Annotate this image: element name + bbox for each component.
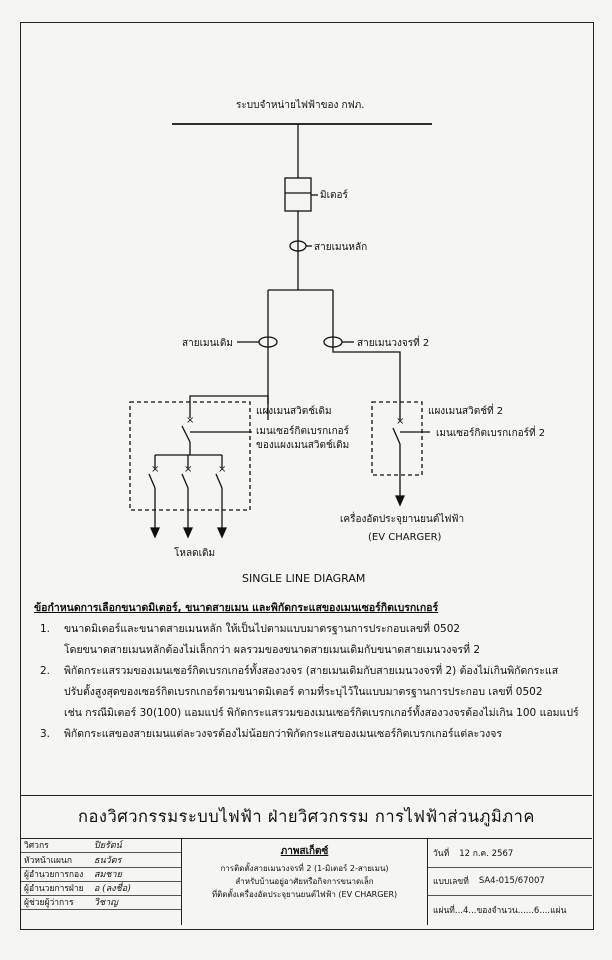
date-row: วันที่ 12 ก.ค. 2567 — [428, 839, 592, 868]
main-cable-label: สายเมนหลัก — [314, 242, 367, 253]
note-item: 1. ขนาดมิเตอร์และขนาดสายเมนหลัก ให้เป็นไ… — [34, 619, 584, 661]
note-number: 2. — [40, 665, 51, 677]
drawing-frame — [20, 22, 594, 930]
signature: สมชาย — [94, 869, 122, 880]
signature-row: วิศวกร ปิยรัตน์ — [21, 839, 181, 854]
second-feed-arrow — [394, 495, 406, 507]
signature-row: ผู้อำนวยการฝ่าย อ (ลงชื่อ) — [21, 882, 181, 897]
note-line: พิกัดกระแสของสายเมนแต่ละวงจรต้องไม่น้อยก… — [64, 728, 503, 740]
drawing-desc-line: ที่ติดตั้งเครื่องอัดประจุยานยนต์ไฟฟ้า (E… — [211, 890, 398, 899]
note-line: พิกัดกระแสรวมของเมนเซอร์กิตเบรกเกอร์ทั้ง… — [64, 665, 559, 677]
note-line: ขนาดมิเตอร์และขนาดสายเมนหลัก ให้เป็นไปตา… — [64, 623, 461, 635]
sheet-info: แผ่นที่...4...ของจำนวน......6....แผ่น — [433, 906, 567, 917]
second-main-cb-blade — [392, 427, 401, 445]
ev-label-1: เครื่องอัดประจุยานยนต์ไฟฟ้า — [340, 511, 464, 525]
existing-load-label: โหลดเดิม — [174, 546, 215, 559]
single-line-diagram: ระบบจำหน่ายไฟฟ้าของ กฟภ. มิเตอร์ สายเมนห… — [129, 99, 545, 585]
ev-label-2: (EV CHARGER) — [368, 532, 442, 543]
design-notes: ข้อกำหนดการเลือกขนาดมิเตอร์, ขนาดสายเมน … — [34, 598, 584, 745]
signature: ปิยรัตน์ — [94, 841, 122, 852]
note-number: 3. — [40, 728, 51, 740]
drawing-desc-line: สำหรับบ้านอยู่อาศัยหรือกิจการขนาดเล็ก — [235, 877, 374, 886]
existing-feed-into-panel — [189, 395, 269, 402]
note-line: ปรับตั้งสูงสุดของเซอร์กิตเบรกเกอร์ตามขนา… — [64, 686, 543, 698]
drawing-number-row: แบบเลขที่ SA4-015/67007 — [428, 868, 592, 897]
branch-1-blade — [148, 473, 156, 489]
second-panel-label-1: แผงเมนสวิตช์ที่ 2 — [428, 403, 503, 417]
second-feeder-route — [332, 342, 401, 420]
sheet-row: แผ่นที่...4...ของจำนวน......6....แผ่น — [428, 896, 592, 925]
drawing-desc-line: การติดตั้งสายเมนวงจรที่ 2 (1-มิเตอร์ 2-ส… — [220, 864, 389, 873]
second-main-cb-x: × — [396, 416, 404, 427]
existing-main-cb-x: × — [186, 415, 194, 426]
drawing-number-value: SA4-015/67007 — [478, 876, 545, 887]
branch-2-x: × — [184, 464, 192, 475]
branch-1-arrow — [149, 527, 161, 539]
organization-banner: กองวิศวกรรมระบบไฟฟ้า ฝ่ายวิศวกรรม การไฟฟ… — [21, 795, 592, 839]
branch-3-arrow — [216, 527, 228, 539]
diagram-title: SINGLE LINE DIAGRAM — [242, 572, 365, 585]
existing-panel-label-2: เมนเซอร์กิตเบรกเกอร์ — [256, 425, 350, 437]
signature-role: ผู้อำนวยการฝ่าย — [24, 884, 84, 895]
date-key: วันที่ — [433, 848, 450, 859]
signature-row: ผู้ช่วยผู้ว่าการ วิชาญ — [21, 896, 181, 911]
signature: ธนวัตร — [94, 855, 122, 866]
second-cable-label: สายเมนวงจรที่ 2 — [357, 335, 429, 349]
branch-2-arrow — [182, 527, 194, 539]
existing-main-cb-blade — [181, 425, 191, 443]
drawing-type: ภาพสเก็ตซ์ — [280, 846, 329, 857]
branch-3-x: × — [218, 464, 226, 475]
existing-panel-label-3: ของแผงเมนสวิตช์เดิม — [256, 439, 349, 451]
signature: อ (ลงชื่อ) — [94, 884, 131, 895]
branch-2-blade — [181, 473, 189, 489]
note-text: พิกัดกระแสรวมของเมนเซอร์กิตเบรกเกอร์ทั้ง… — [64, 661, 584, 724]
note-item: 3. พิกัดกระแสของสายเมนแต่ละวงจรต้องไม่น้… — [34, 724, 584, 745]
meter-label: มิเตอร์ — [320, 189, 349, 201]
signature-role: หัวหน้าแผนก — [24, 855, 72, 866]
signature-role: ผู้อำนวยการกอง — [24, 869, 84, 880]
title-block: วิศวกร ปิยรัตน์ หัวหน้าแผนก ธนวัตร ผู้อำนว… — [21, 839, 592, 925]
note-item: 2. พิกัดกระแสรวมของเมนเซอร์กิตเบรกเกอร์ท… — [34, 661, 584, 724]
date-value: 12 ก.ค. 2567 — [459, 848, 514, 859]
existing-panel-label-1: แผงเมนสวิตช์เดิม — [256, 405, 332, 417]
note-line: เช่น กรณีมิเตอร์ 30(100) แอมแปร์ พิกัดกร… — [64, 707, 579, 719]
signature: วิชาญ — [94, 898, 118, 909]
note-line: โดยขนาดสายเมนหลักต้องไม่เล็กกว่า ผลรวมขอ… — [64, 644, 481, 656]
drawing-info: วันที่ 12 ก.ค. 2567 แบบเลขที่ SA4-015/6700… — [428, 839, 592, 925]
meter-box — [284, 177, 312, 212]
signature-role: วิศวกร — [24, 841, 49, 852]
notes-heading: ข้อกำหนดการเลือกขนาดมิเตอร์, ขนาดสายเมน … — [34, 602, 439, 614]
second-panel-label-2: เมนเซอร์กิตเบรกเกอร์ที่ 2 — [436, 425, 545, 439]
drawing-title-cell: ภาพสเก็ตซ์ การติดตั้งสายเมนวงจรที่ 2 (1-… — [182, 839, 428, 925]
approval-signatures: วิศวกร ปิยรัตน์ หัวหน้าแผนก ธนวัตร ผู้อำนว… — [21, 839, 182, 925]
note-text: ขนาดมิเตอร์และขนาดสายเมนหลัก ให้เป็นไปตา… — [64, 619, 584, 661]
signature-row: หัวหน้าแผนก ธนวัตร — [21, 853, 181, 868]
branch-3-blade — [215, 473, 223, 489]
existing-cable-label: สายเมนเดิม — [182, 338, 233, 349]
drawing-number-key: แบบเลขที่ — [433, 877, 469, 888]
second-panel-box — [371, 401, 423, 476]
branch-1-x: × — [151, 464, 159, 475]
supply-label: ระบบจำหน่ายไฟฟ้าของ กฟภ. — [236, 99, 364, 111]
note-text: พิกัดกระแสของสายเมนแต่ละวงจรต้องไม่น้อยก… — [64, 724, 584, 745]
signature-row: ผู้อำนวยการกอง สมชาย — [21, 868, 181, 882]
signature-role: ผู้ช่วยผู้ว่าการ — [24, 898, 74, 909]
note-number: 1. — [40, 623, 51, 635]
